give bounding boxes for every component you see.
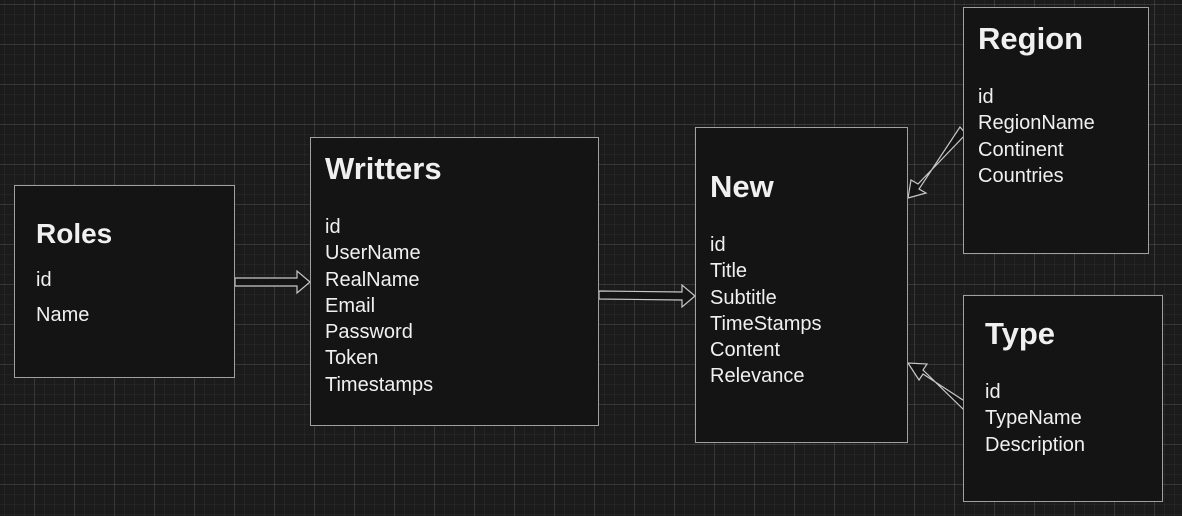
new-title: New bbox=[710, 169, 774, 204]
arrow-writters-to-new[interactable] bbox=[598, 283, 696, 309]
region-field-list: id RegionName Continent Countries bbox=[978, 84, 1095, 189]
arrow-region-to-new[interactable] bbox=[907, 126, 967, 199]
new-field: id bbox=[710, 234, 726, 256]
new-field: Title bbox=[710, 260, 748, 283]
arrow-roles-to-writters[interactable] bbox=[234, 269, 311, 295]
type-field-list: id TypeName Description bbox=[985, 379, 1085, 458]
type-field: TypeName bbox=[985, 407, 1082, 430]
writters-field: RealName bbox=[325, 268, 420, 291]
roles-title: Roles bbox=[36, 218, 113, 249]
roles-field-list: id Name bbox=[36, 263, 89, 333]
region-table[interactable]: Region id RegionName Continent Countries bbox=[963, 7, 1149, 254]
roles-field: id bbox=[36, 269, 52, 291]
new-field: Relevance bbox=[710, 365, 805, 388]
writters-field: UserName bbox=[325, 242, 421, 265]
writters-table[interactable]: Writters id UserName RealName Email Pass… bbox=[310, 137, 599, 426]
new-field: Content bbox=[710, 339, 781, 362]
region-field: Continent bbox=[978, 138, 1064, 161]
writters-field: Email bbox=[325, 294, 376, 317]
new-field: TimeStamps bbox=[710, 312, 822, 335]
writters-field: Timestamps bbox=[325, 373, 434, 396]
roles-table[interactable]: Roles id Name bbox=[14, 185, 235, 378]
roles-field: Name bbox=[36, 304, 90, 326]
type-title: Type bbox=[985, 316, 1056, 351]
region-field: id bbox=[978, 86, 994, 108]
writters-field-list: id UserName RealName Email Password Toke… bbox=[325, 214, 433, 398]
type-field: Description bbox=[985, 433, 1086, 456]
writters-field: Token bbox=[325, 347, 379, 370]
writters-field: Password bbox=[325, 321, 413, 344]
type-table[interactable]: Type id TypeName Description bbox=[963, 295, 1163, 502]
region-field: Countries bbox=[978, 164, 1064, 187]
new-table[interactable]: New id Title Subtitle TimeStamps Content… bbox=[695, 127, 908, 443]
arrow-type-to-new[interactable] bbox=[906, 362, 967, 411]
new-field-list: id Title Subtitle TimeStamps Content Rel… bbox=[710, 232, 822, 390]
region-title: Region bbox=[978, 21, 1084, 56]
writters-field: id bbox=[325, 216, 341, 238]
writters-title: Writters bbox=[325, 151, 442, 186]
type-field: id bbox=[985, 381, 1001, 403]
region-field: RegionName bbox=[978, 112, 1095, 135]
new-field: Subtitle bbox=[710, 286, 777, 309]
